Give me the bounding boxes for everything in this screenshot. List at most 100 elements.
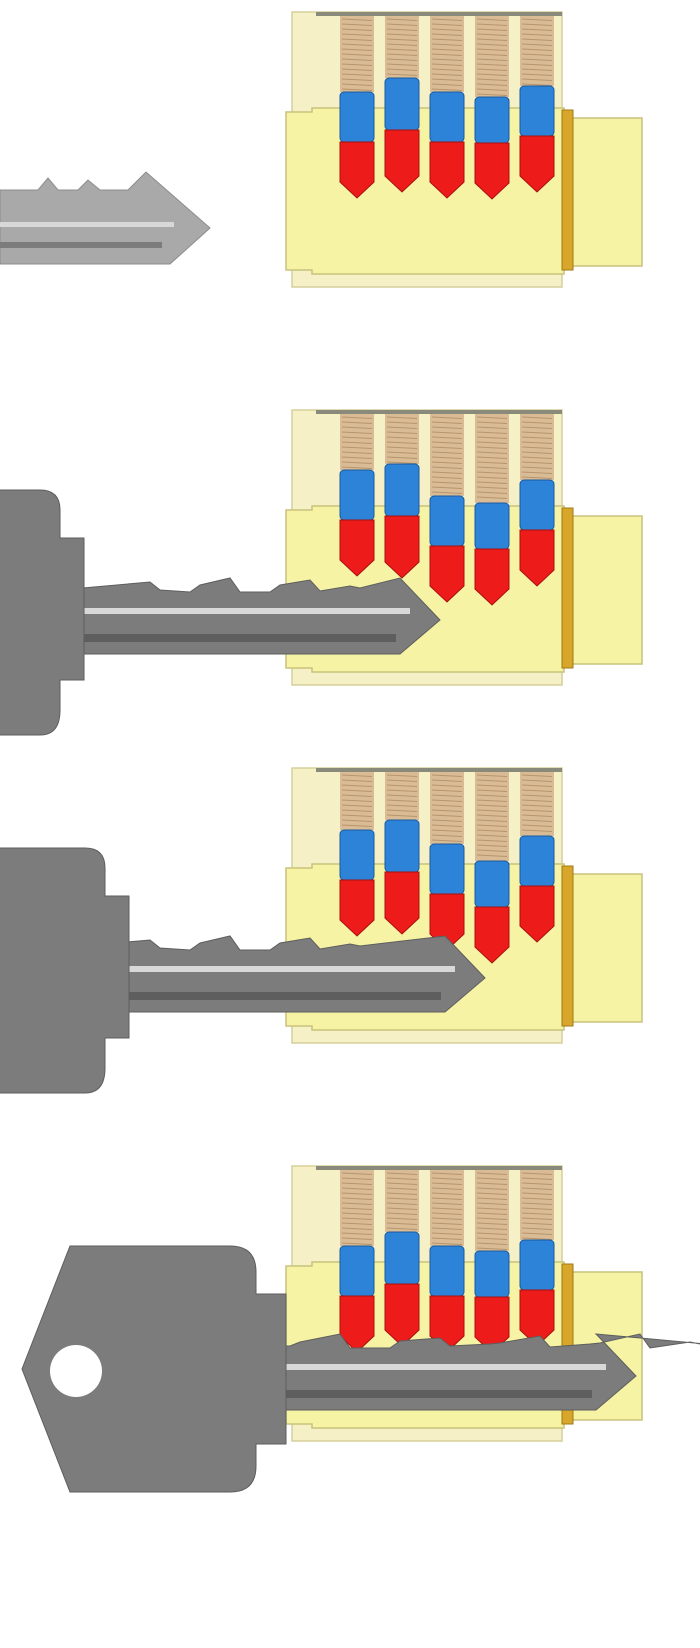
spring-coil <box>476 83 508 86</box>
retaining-ring <box>561 507 574 669</box>
spring-coil <box>476 1182 508 1185</box>
spring-coil <box>341 1207 373 1210</box>
spring-coil <box>476 451 508 454</box>
spring-coil <box>521 456 553 459</box>
key <box>21 1245 700 1493</box>
spring-coil <box>431 1222 463 1225</box>
spring-coil <box>431 1207 463 1210</box>
spring-coil <box>521 1237 553 1240</box>
spring-coil <box>476 789 508 792</box>
spring-coil <box>386 1222 418 1225</box>
spring-coil <box>341 824 373 827</box>
spring-coil <box>476 1207 508 1210</box>
driver-pin <box>339 829 375 881</box>
spring-coil <box>386 1182 418 1185</box>
spring-coil <box>476 1172 508 1175</box>
spring-coil <box>431 63 463 66</box>
spring <box>385 1170 419 1232</box>
spring-coil <box>386 1172 418 1175</box>
spring-coil <box>386 799 418 802</box>
spring-coil <box>476 88 508 91</box>
spring-coil <box>341 1217 373 1220</box>
spring-coil <box>341 1177 373 1180</box>
spring-coil <box>476 1222 508 1225</box>
housing-top-edge <box>316 1166 562 1170</box>
spring-coil <box>476 93 508 96</box>
spring-coil <box>341 88 373 91</box>
spring-coil <box>476 1197 508 1200</box>
spring-coil <box>521 1182 553 1185</box>
spring-coil <box>476 854 508 857</box>
spring-coil <box>521 28 553 31</box>
retaining-ring <box>561 1263 574 1425</box>
key-pin <box>339 141 375 199</box>
spring-coil <box>476 496 508 499</box>
spring-coil <box>476 23 508 26</box>
spring-coil <box>521 78 553 81</box>
spring-coil <box>341 461 373 464</box>
spring-coil <box>431 58 463 61</box>
spring-coil <box>341 58 373 61</box>
key-bow <box>0 847 130 1094</box>
key-groove-light <box>0 222 174 227</box>
spring-coil <box>476 431 508 434</box>
spring-coil <box>386 774 418 777</box>
spring-coil <box>476 68 508 71</box>
spring-coil <box>341 1197 373 1200</box>
spring-coil <box>431 421 463 424</box>
spring-coil <box>521 63 553 66</box>
spring-coil <box>431 834 463 837</box>
spring-coil <box>476 416 508 419</box>
key-pin <box>519 885 555 943</box>
spring-coil <box>341 1202 373 1205</box>
spring-coil <box>476 774 508 777</box>
spring-coil <box>476 73 508 76</box>
spring-coil <box>476 53 508 56</box>
spring-coil <box>521 804 553 807</box>
key <box>0 489 441 736</box>
spring-coil <box>341 819 373 822</box>
spring-coil <box>431 38 463 41</box>
spring-coil <box>431 456 463 459</box>
spring-coil <box>431 73 463 76</box>
key <box>0 847 486 1094</box>
key-pin <box>429 893 465 951</box>
spring-coil <box>521 1222 553 1225</box>
driver-pin <box>384 1231 420 1285</box>
spring-coil <box>431 476 463 479</box>
spring-coil <box>431 1232 463 1235</box>
spring-coil <box>476 476 508 479</box>
spring-coil <box>476 38 508 41</box>
key-groove-dark <box>60 1390 592 1398</box>
spring-coil <box>386 1207 418 1210</box>
spring-coil <box>341 809 373 812</box>
spring-coil <box>431 43 463 46</box>
spring-coil <box>431 436 463 439</box>
spring-coil <box>431 799 463 802</box>
spring-coil <box>386 436 418 439</box>
spring-coil <box>341 456 373 459</box>
spring-coil <box>431 431 463 434</box>
spring-coil <box>386 38 418 41</box>
key-groove-dark <box>0 242 162 248</box>
spring-coil <box>386 789 418 792</box>
spring-coil <box>431 1237 463 1240</box>
driver-pin <box>429 91 465 143</box>
key-groove-light <box>60 1364 606 1370</box>
spring-coil <box>341 1172 373 1175</box>
key-pin <box>384 515 420 579</box>
spring-coil <box>386 1212 418 1215</box>
spring-coil <box>521 1177 553 1180</box>
spring-coil <box>431 48 463 51</box>
spring-coil <box>431 426 463 429</box>
driver-pin <box>384 463 420 517</box>
key-pin <box>339 879 375 937</box>
spring-coil <box>431 471 463 474</box>
spring-coil <box>431 28 463 31</box>
spring-coil <box>476 839 508 842</box>
spring-coil <box>386 18 418 21</box>
spring-coil <box>521 1227 553 1230</box>
spring-coil <box>341 1192 373 1195</box>
spring-coil <box>341 63 373 66</box>
key-pin <box>474 142 510 200</box>
